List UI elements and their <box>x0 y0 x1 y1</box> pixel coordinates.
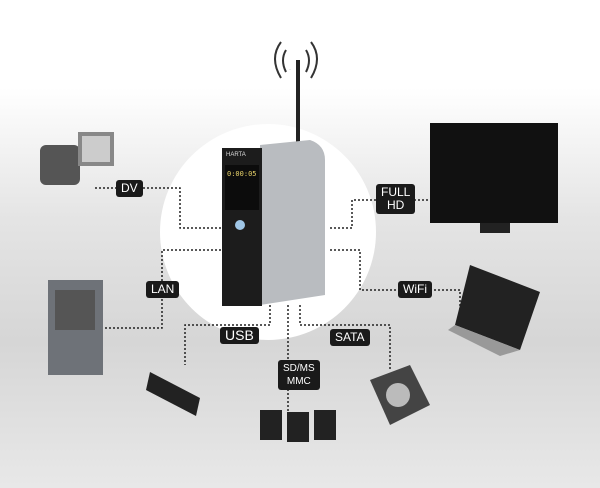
front-display: 0:00:05 <box>227 170 257 178</box>
brand-logo: HARTA <box>226 152 246 158</box>
label-lan: LAN <box>146 281 180 298</box>
label-sata: SATA <box>330 329 370 346</box>
label-dv: DV <box>116 180 143 197</box>
camcorder-icon <box>40 132 114 185</box>
label-sd-ms: SD/MS <box>283 363 315 374</box>
hard-drive-icon <box>370 365 430 425</box>
tv-icon <box>430 123 558 233</box>
usb-stick-icon <box>146 372 200 416</box>
label-sd-ms-mmc: SD/MS MMC <box>278 360 320 390</box>
label-full: FULL <box>381 185 411 199</box>
label-mmc: MMC <box>286 376 311 387</box>
sd-card-icon <box>260 410 336 442</box>
label-hd: HD <box>387 198 405 212</box>
label-usb: USB <box>220 327 259 344</box>
pc-tower-icon <box>48 280 103 375</box>
laptop-icon <box>448 265 540 356</box>
wifi-signal-icon <box>274 41 318 79</box>
label-wifi: WiFi <box>398 281 432 298</box>
media-player-device <box>222 60 325 306</box>
